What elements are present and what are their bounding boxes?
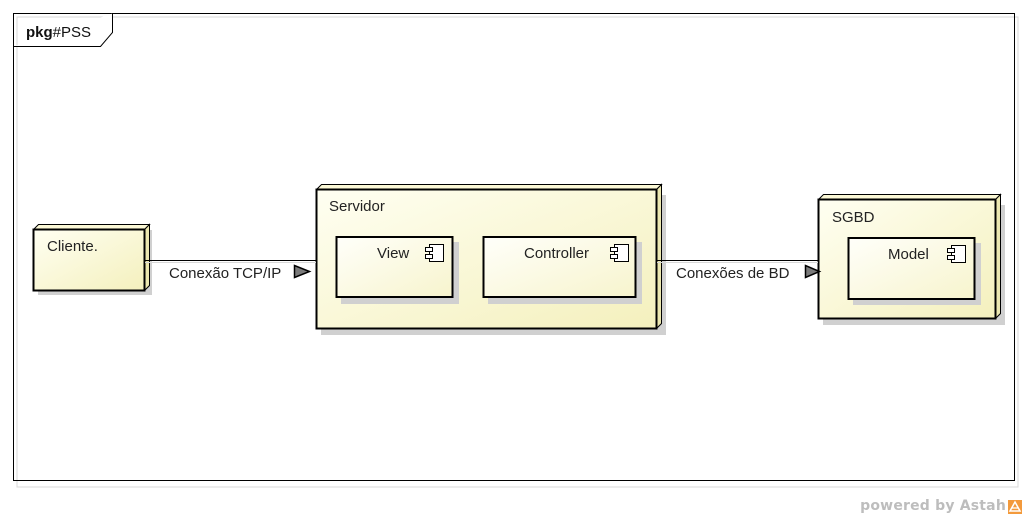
node-cliente-label: Cliente. <box>47 238 98 255</box>
node-servidor-label: Servidor <box>329 198 385 215</box>
component-icon <box>610 244 629 262</box>
component-view[interactable]: View <box>335 236 460 304</box>
powered-by-footer: powered by Astah <box>860 498 1006 514</box>
connection-bd-label: Conexões de BD <box>676 265 790 282</box>
component-controller-label: Controller <box>524 245 589 262</box>
frame-label: pkg#PSS <box>26 24 91 41</box>
direction-arrow-icon <box>804 264 822 279</box>
component-model[interactable]: Model <box>847 237 982 305</box>
node-sgbd-label: SGBD <box>832 209 875 226</box>
direction-arrow-icon <box>293 264 312 279</box>
node-servidor[interactable]: Servidor View Controller <box>315 183 667 336</box>
component-model-label: Model <box>888 246 929 263</box>
astah-logo-icon <box>1008 500 1022 514</box>
component-icon <box>947 245 966 263</box>
package-frame: pkg#PSS <box>13 13 1019 488</box>
node-sgbd[interactable]: SGBD Model <box>817 193 1006 326</box>
node-cliente[interactable]: Cliente. <box>32 223 153 296</box>
component-controller[interactable]: Controller <box>482 236 643 304</box>
component-view-label: View <box>377 245 409 262</box>
component-icon <box>425 244 444 262</box>
connection-tcp-label: Conexão TCP/IP <box>169 265 281 282</box>
connection-tcp[interactable]: Conexão TCP/IP <box>145 260 316 283</box>
connection-bd[interactable]: Conexões de BD <box>657 260 822 283</box>
